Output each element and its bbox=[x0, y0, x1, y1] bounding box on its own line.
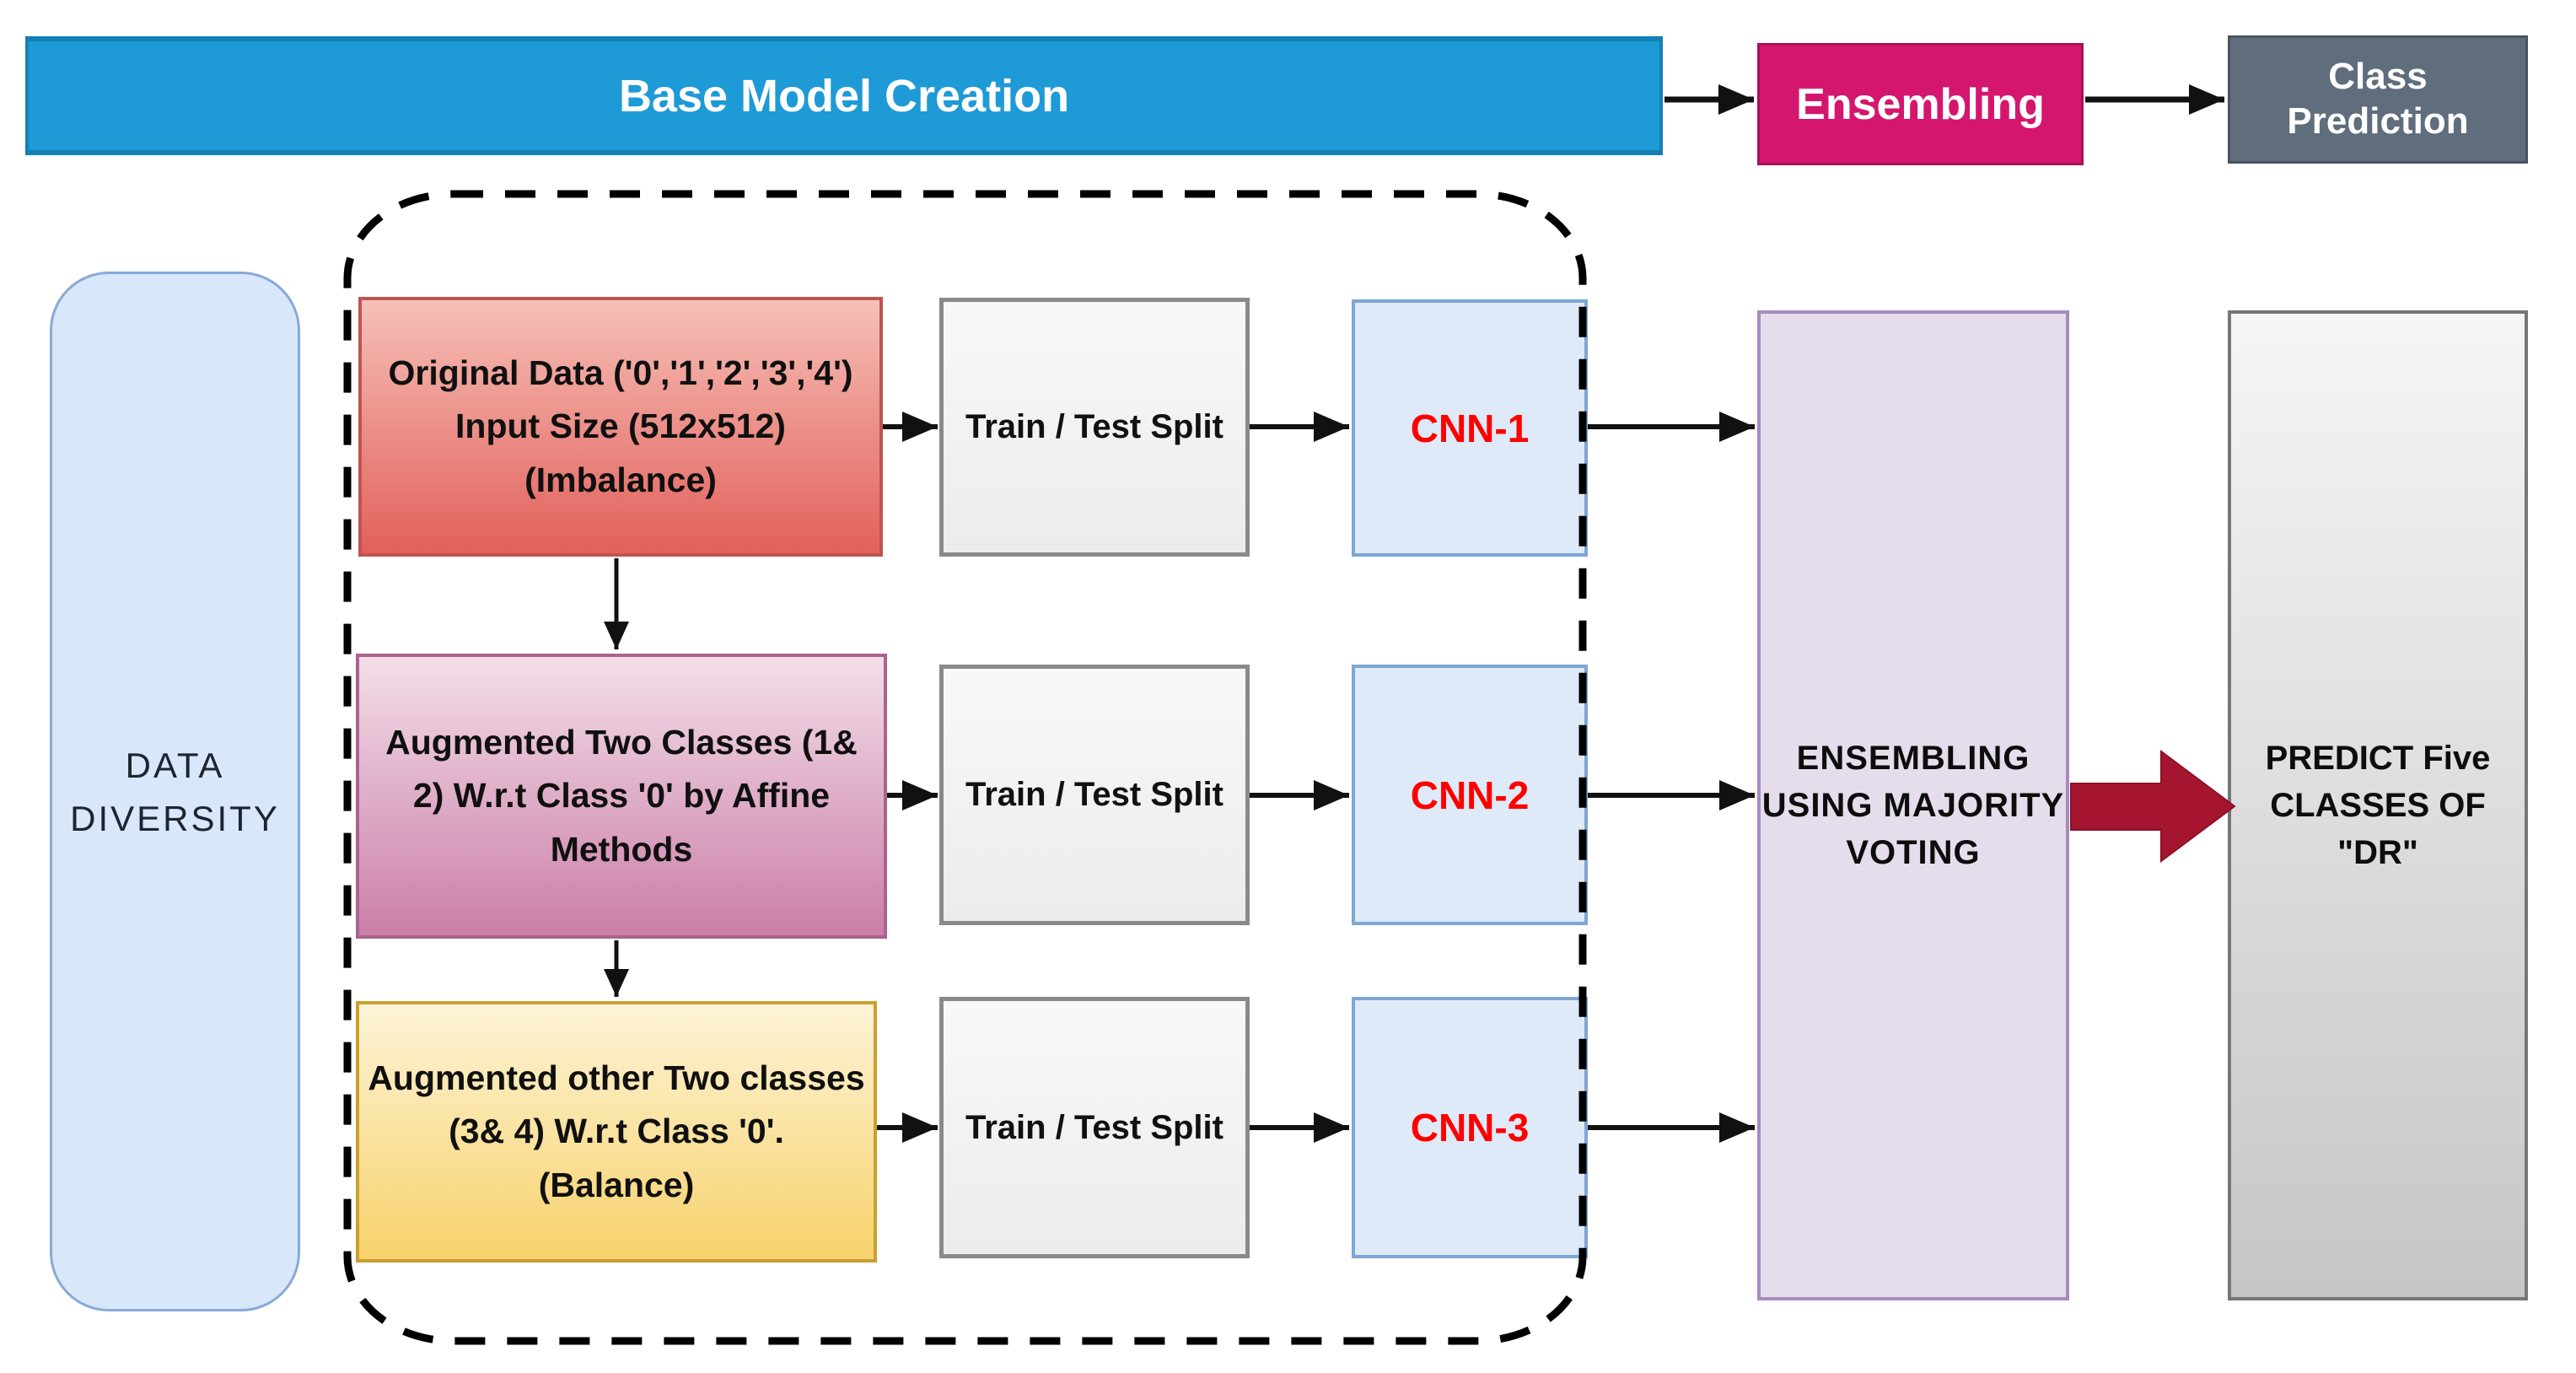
box-train-test-split-3: Train / Test Split bbox=[939, 997, 1250, 1258]
stage-base-model-creation-label: Base Model Creation bbox=[618, 70, 1070, 121]
box-augmented-classes-3-4-label: Augmented other Two classes (3& 4) W.r.t… bbox=[368, 1058, 865, 1204]
box-augmented-classes-1-2: Augmented Two Classes (1& 2) W.r.t Class… bbox=[356, 654, 887, 939]
box-train-test-split-1: Train / Test Split bbox=[939, 298, 1250, 557]
box-cnn-1-label: CNN-1 bbox=[1410, 406, 1530, 450]
box-train-test-split-3-label: Train / Test Split bbox=[965, 1108, 1223, 1146]
panel-predict-classes-label: PREDICT Five CLASSES OF "DR" bbox=[2265, 740, 2491, 871]
box-augmented-classes-1-2-label: Augmented Two Classes (1& 2) W.r.t Class… bbox=[385, 722, 858, 869]
stage-ensembling: Ensembling bbox=[1757, 43, 2084, 165]
box-cnn-3: CNN-3 bbox=[1352, 997, 1588, 1258]
stage-ensembling-label: Ensembling bbox=[1796, 79, 2045, 129]
box-cnn-2-label: CNN-2 bbox=[1410, 773, 1530, 817]
stage-class-prediction: Class Prediction bbox=[2228, 35, 2528, 164]
box-original-data: Original Data ('0','1','2','3','4') Inpu… bbox=[358, 297, 883, 557]
box-train-test-split-1-label: Train / Test Split bbox=[965, 408, 1223, 445]
panel-data-diversity-label: DATA DIVERSITY bbox=[70, 745, 280, 838]
box-augmented-classes-3-4: Augmented other Two classes (3& 4) W.r.t… bbox=[356, 1001, 877, 1263]
stage-class-prediction-label: Class Prediction bbox=[2287, 56, 2469, 142]
box-train-test-split-2-label: Train / Test Split bbox=[965, 776, 1223, 813]
box-original-data-label: Original Data ('0','1','2','3','4') Inpu… bbox=[388, 353, 853, 499]
panel-ensembling-majority-voting-label: ENSEMBLING USING MAJORITY VOTING bbox=[1761, 740, 2065, 871]
box-cnn-3-label: CNN-3 bbox=[1410, 1106, 1530, 1150]
box-cnn-1: CNN-1 bbox=[1352, 299, 1588, 557]
panel-data-diversity: DATA DIVERSITY bbox=[50, 272, 300, 1311]
panel-ensembling-majority-voting: ENSEMBLING USING MAJORITY VOTING bbox=[1757, 310, 2069, 1300]
panel-predict-classes: PREDICT Five CLASSES OF "DR" bbox=[2228, 310, 2528, 1300]
box-cnn-2: CNN-2 bbox=[1352, 665, 1588, 925]
block-arrow-ensemble-to-predict bbox=[2070, 750, 2236, 863]
stage-base-model-creation: Base Model Creation bbox=[25, 36, 1663, 155]
box-train-test-split-2: Train / Test Split bbox=[939, 665, 1250, 925]
